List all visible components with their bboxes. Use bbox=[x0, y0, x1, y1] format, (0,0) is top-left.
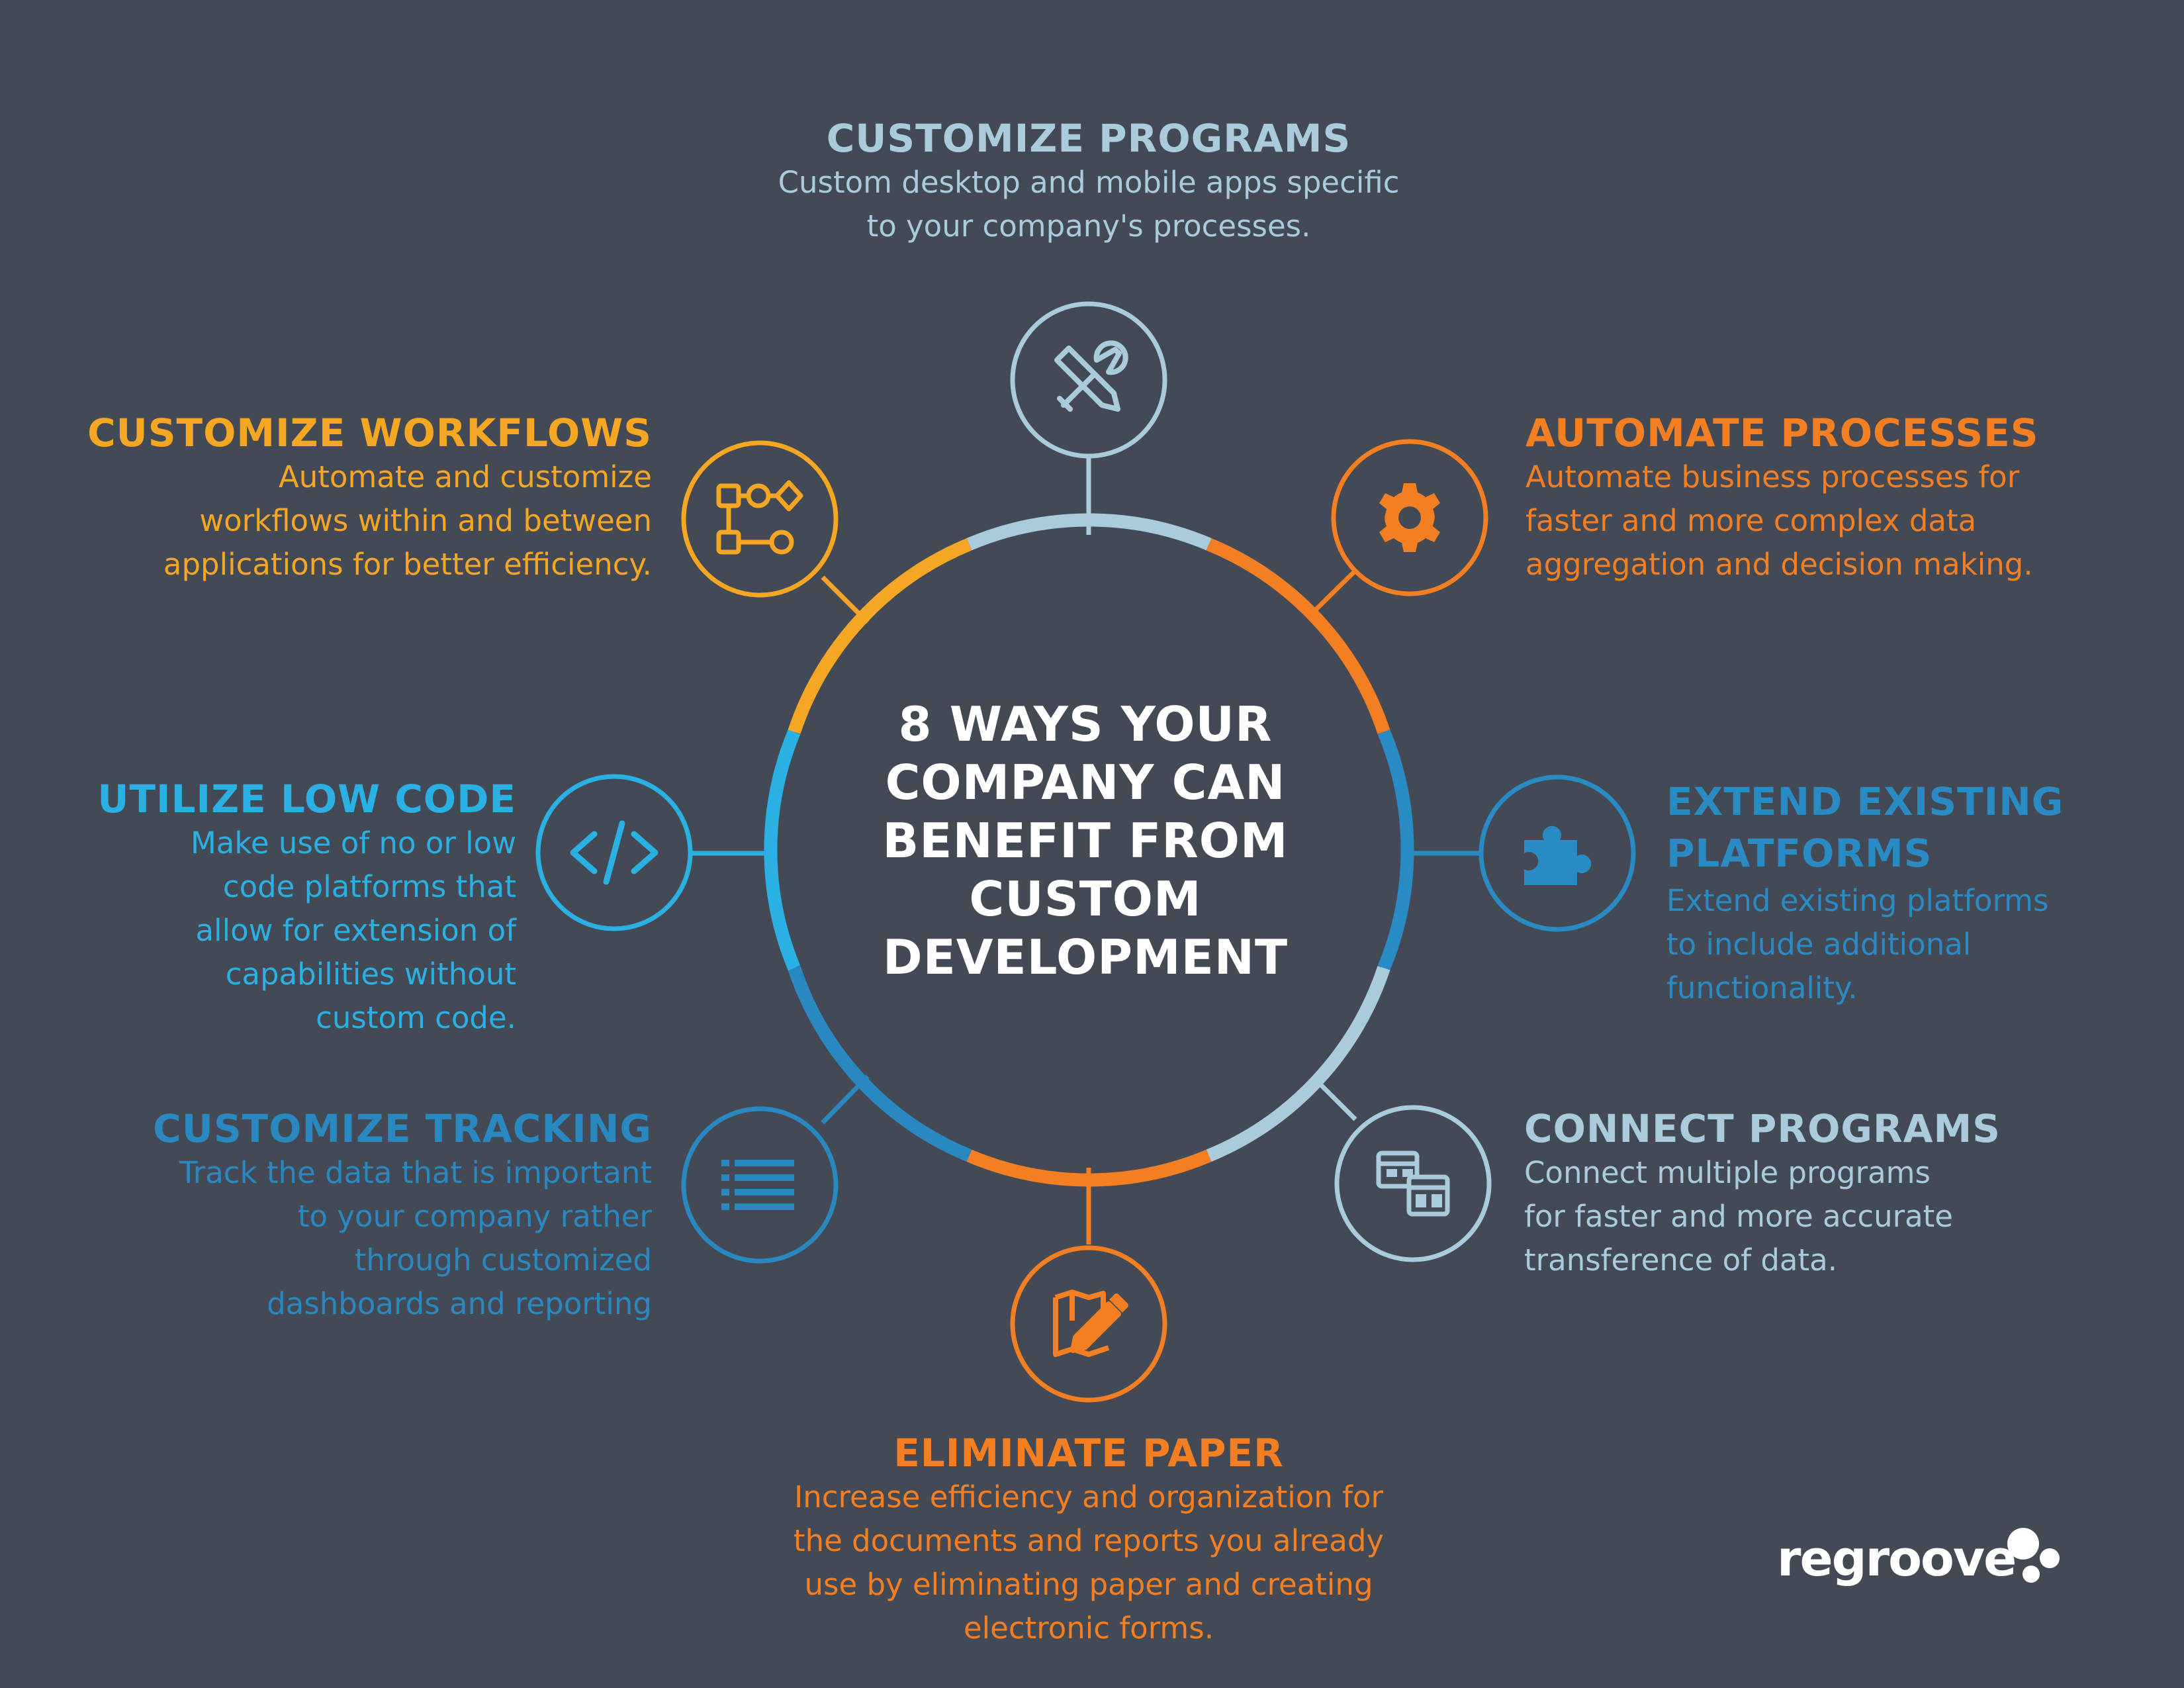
center-title: 8 WAYS YOUR COMPANY CAN BENEFIT FROM CUS… bbox=[814, 695, 1357, 986]
desc-line: applications for better efficiency. bbox=[163, 547, 652, 583]
desc-line: Automate and customize bbox=[278, 459, 652, 495]
logo-wordmark: regroove bbox=[1777, 1530, 2017, 1587]
desc-line: electronic forms. bbox=[963, 1611, 1214, 1646]
desc-line: Custom desktop and mobile apps specific bbox=[778, 165, 1400, 201]
desc-line: allow for extension of bbox=[195, 913, 516, 949]
desc-line: Increase efficiency and organization for bbox=[794, 1479, 1383, 1515]
center-title-line: 8 WAYS YOUR bbox=[898, 696, 1273, 752]
icon-circles bbox=[535, 301, 1636, 1403]
connected-windows-icon bbox=[1376, 1150, 1450, 1217]
code-icon bbox=[570, 820, 659, 885]
customize-tracking-desc: Track the data that is important to your… bbox=[60, 1151, 652, 1326]
customize-tracking-block: CUSTOMIZE TRACKING Track the data that i… bbox=[60, 1104, 652, 1326]
center-title-line: DEVELOPMENT bbox=[882, 929, 1289, 985]
customize-workflows-title: CUSTOMIZE WORKFLOWS bbox=[87, 410, 652, 455]
puzzle-icon bbox=[1524, 825, 1592, 885]
automate-processes-title: AUTOMATE PROCESSES bbox=[1525, 410, 2039, 455]
desc-line: workflows within and between bbox=[199, 503, 652, 539]
desc-line: Track the data that is important bbox=[179, 1155, 652, 1191]
extend-platforms-desc: Extend existing platforms to include add… bbox=[1666, 879, 2169, 1010]
eliminate-paper-block: ELIMINATE PAPER Increase efficiency and … bbox=[725, 1429, 1453, 1650]
desc-line: to include additional bbox=[1666, 927, 1972, 962]
desc-line: for faster and more accurate bbox=[1524, 1199, 1953, 1235]
ring-segment-orange-top-right bbox=[1206, 538, 1390, 734]
desc-line: functionality. bbox=[1666, 970, 1858, 1006]
logo-dots-icon bbox=[2007, 1528, 2060, 1583]
list-icon bbox=[721, 1160, 794, 1210]
desc-line: to your company's processes. bbox=[866, 209, 1311, 244]
workflow-icon bbox=[716, 480, 803, 555]
ring-segment-blue-right bbox=[1377, 729, 1414, 971]
connect-programs-desc: Connect multiple programs for faster and… bbox=[1524, 1151, 2120, 1282]
center-title-line: COMPANY CAN bbox=[885, 755, 1286, 810]
connector-top-left bbox=[821, 575, 870, 624]
desc-line: capabilities without bbox=[225, 957, 516, 992]
desc-line: the documents and reports you already bbox=[793, 1523, 1385, 1559]
ring-segment-cyan-left bbox=[764, 729, 801, 971]
desc-line: transference of data. bbox=[1524, 1243, 1838, 1278]
desc-line: code platforms that bbox=[222, 869, 516, 905]
desc-line: Extend existing platforms bbox=[1666, 883, 2049, 918]
connector-bottom-left bbox=[821, 1074, 870, 1125]
extend-platforms-title: EXTEND EXISTING PLATFORMS bbox=[1666, 776, 2169, 879]
customize-programs-desc: Custom desktop and mobile apps specific … bbox=[715, 161, 1463, 248]
automate-processes-desc: Automate business processes for faster a… bbox=[1525, 455, 2121, 586]
desc-line: Connect multiple programs bbox=[1524, 1155, 1931, 1191]
eliminate-paper-title: ELIMINATE PAPER bbox=[893, 1430, 1284, 1476]
connectors bbox=[690, 457, 1481, 1244]
connect-programs-title: CONNECT PROGRAMS bbox=[1524, 1106, 2001, 1151]
utilize-low-code-desc: Make use of no or low code platforms tha… bbox=[53, 821, 516, 1040]
desc-line: faster and more complex data bbox=[1525, 503, 1977, 539]
extend-platforms-block: EXTEND EXISTING PLATFORMS Extend existin… bbox=[1666, 776, 2169, 1010]
desc-line: through customized bbox=[354, 1243, 652, 1278]
customize-tracking-title: CUSTOMIZE TRACKING bbox=[153, 1106, 652, 1151]
wrench-screwdriver-icon bbox=[1054, 340, 1128, 412]
eliminate-paper-desc: Increase efficiency and organization for… bbox=[725, 1476, 1453, 1650]
gear-icon bbox=[1379, 483, 1440, 552]
customize-programs-block: CUSTOMIZE PROGRAMS Custom desktop and mo… bbox=[715, 114, 1463, 248]
pencil-map-icon bbox=[1053, 1289, 1128, 1357]
automate-processes-block: AUTOMATE PROCESSES Automate business pro… bbox=[1525, 408, 2121, 586]
desc-line: use by eliminating paper and creating bbox=[804, 1567, 1373, 1603]
circle-customize-tracking bbox=[681, 1106, 839, 1264]
customize-programs-title: CUSTOMIZE PROGRAMS bbox=[826, 116, 1351, 161]
utilize-low-code-title: UTILIZE LOW CODE bbox=[97, 776, 516, 821]
connector-top-right bbox=[1310, 569, 1357, 615]
desc-line: aggregation and decision making. bbox=[1525, 547, 2033, 583]
utilize-low-code-block: UTILIZE LOW CODE Make use of no or low c… bbox=[53, 774, 516, 1040]
center-title-line: BENEFIT FROM bbox=[882, 813, 1289, 868]
desc-line: to your company rather bbox=[297, 1199, 652, 1235]
regroove-logo: regroove bbox=[1777, 1523, 2062, 1602]
customize-workflows-desc: Automate and customize workflows within … bbox=[40, 455, 652, 586]
circle-customize-workflows bbox=[681, 440, 839, 598]
title-line: PLATFORMS bbox=[1666, 831, 1933, 876]
title-line: EXTEND EXISTING bbox=[1666, 779, 2064, 824]
desc-line: Make use of no or low bbox=[190, 825, 516, 861]
desc-line: dashboards and reporting bbox=[267, 1286, 652, 1322]
connector-bottom-right bbox=[1310, 1074, 1357, 1121]
desc-line: Automate business processes for bbox=[1525, 459, 2020, 495]
desc-line: custom code. bbox=[316, 1000, 516, 1036]
ring-segment-light-blue-bottom-right bbox=[1206, 966, 1390, 1162]
connect-programs-block: CONNECT PROGRAMS Connect multiple progra… bbox=[1524, 1104, 2120, 1282]
center-title-line: CUSTOM bbox=[969, 871, 1202, 927]
ring-segment-dark-blue-bottom-left bbox=[788, 966, 972, 1162]
customize-workflows-block: CUSTOMIZE WORKFLOWS Automate and customi… bbox=[40, 408, 652, 586]
